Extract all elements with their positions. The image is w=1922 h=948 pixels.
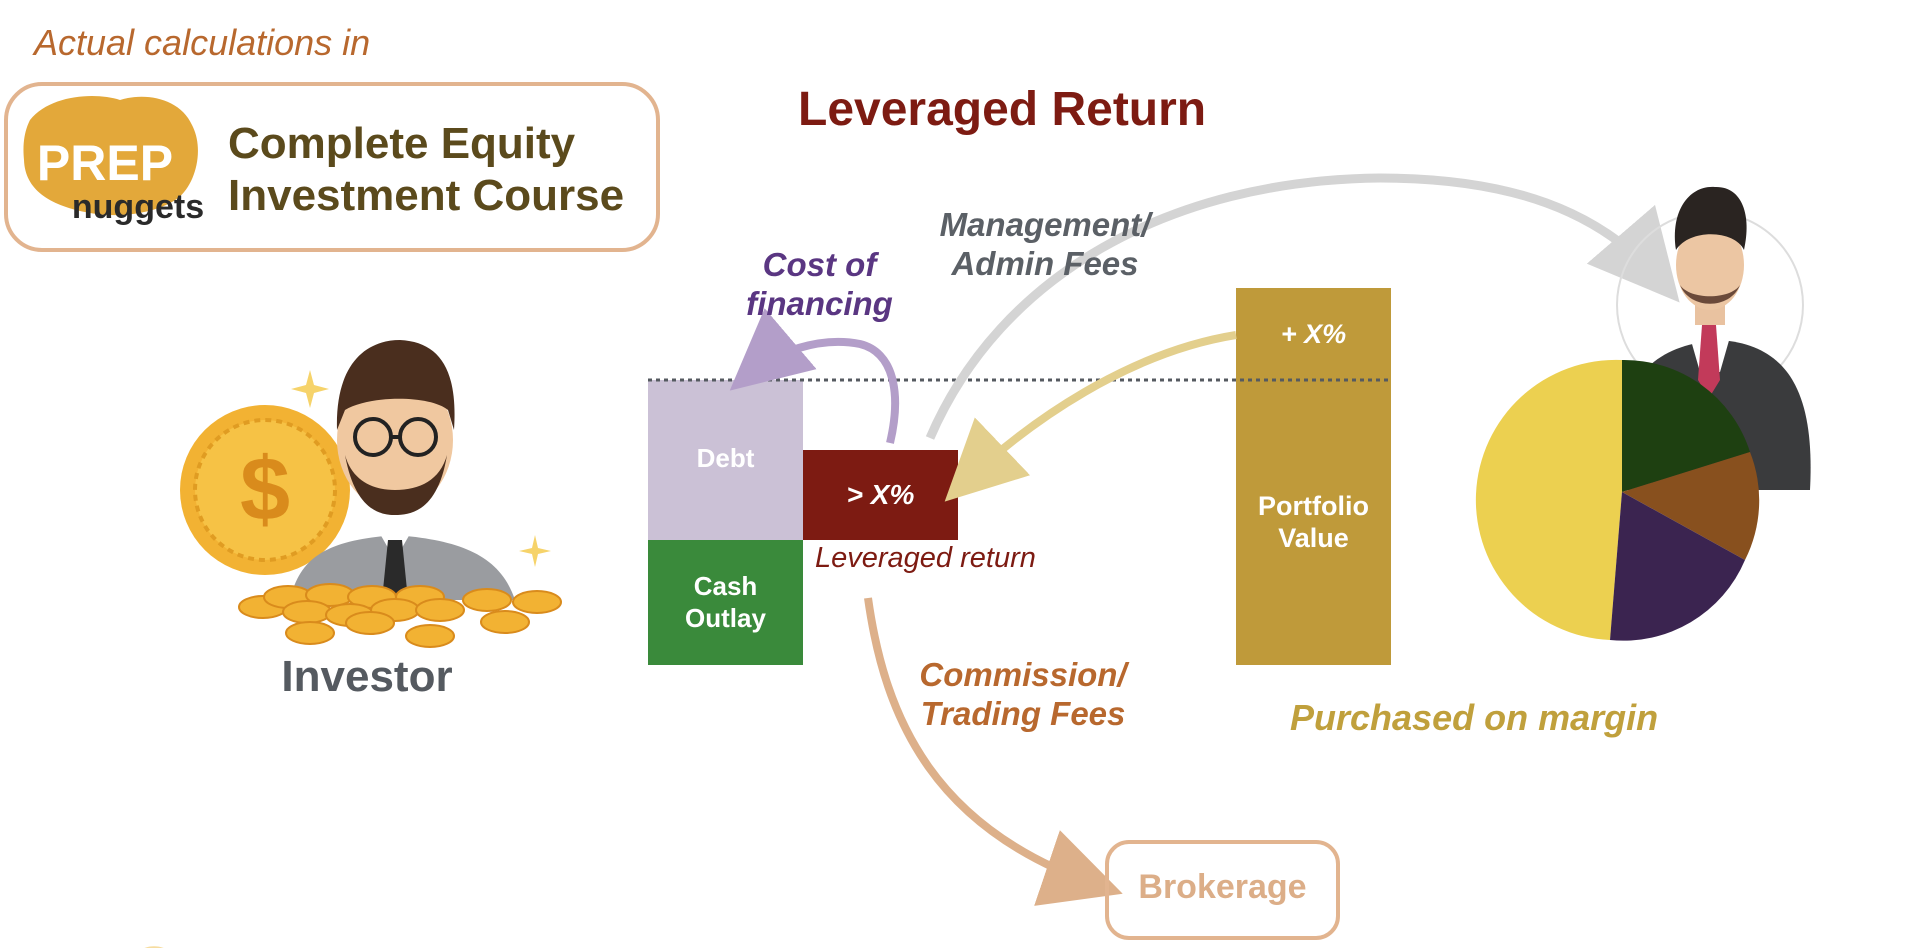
brokerage-box <box>1105 840 1340 940</box>
portfolio-pie-chart <box>1475 359 1760 641</box>
plus-x-to-leveraged-arrow <box>944 331 1237 502</box>
management-fees-label: Management/ Admin Fees <box>930 205 1160 283</box>
pie-slice-yellow <box>1475 359 1622 640</box>
course-title-line-1: Complete Equity <box>228 119 576 168</box>
debt-bar <box>648 380 803 540</box>
debt-label: Debt <box>696 443 755 473</box>
course-title: Complete Equity Investment Course <box>228 118 624 222</box>
plus-x-label: + X% <box>1280 319 1347 349</box>
commission-fees-arrow <box>864 597 1123 906</box>
brokerage-label: Brokerage <box>1138 868 1307 906</box>
plus-x-bar <box>1236 288 1391 380</box>
management-fees-line-1: Management/ <box>939 206 1151 243</box>
cash-outlay-line-2: Outlay <box>685 603 766 633</box>
portfolio-value-label: Portfolio Value <box>1236 490 1391 554</box>
portfolio-value-line-1: Portfolio <box>1258 491 1369 521</box>
management-fees-arrow <box>925 173 1680 440</box>
investor-icon: $ <box>180 340 562 648</box>
page-title: Leveraged Return <box>798 83 1207 136</box>
cost-of-financing-line-2: financing <box>746 285 893 322</box>
logo-prep-text: PREP <box>37 135 173 191</box>
purchased-on-margin-label: Purchased on margin <box>1290 697 1659 738</box>
investor-label: Investor <box>281 652 453 701</box>
pie-slice-green <box>1622 359 1750 492</box>
cost-of-financing-arrow <box>729 308 900 444</box>
cash-outlay-line-1: Cash <box>693 571 758 601</box>
management-fees-line-2: Admin Fees <box>951 245 1139 282</box>
logo-nuggets-text: nuggets <box>72 188 204 226</box>
cash-outlay-bar <box>648 540 803 665</box>
pie-slice-purple <box>1610 492 1745 641</box>
leveraged-return-bar <box>803 450 958 540</box>
cost-of-financing-line-1: Cost of <box>762 246 877 283</box>
prep-nuggets-logo: PREP nuggets <box>23 96 204 226</box>
commission-fees-line-1: Commission/ <box>919 656 1127 693</box>
course-box <box>4 82 660 252</box>
commission-fees-line-2: Trading Fees <box>920 695 1126 732</box>
course-title-line-2: Investment Course <box>228 171 625 220</box>
dollar-sign-icon: $ <box>240 440 290 540</box>
portfolio-value-line-2: Value <box>1278 523 1349 553</box>
leveraged-bar-label: > X% <box>846 479 915 510</box>
pie-slice-brown <box>1622 452 1760 560</box>
portfolio-value-bar <box>1236 380 1391 665</box>
subtitle: Actual calculations in <box>34 22 371 63</box>
cash-outlay-label: Cash Outlay <box>648 570 803 634</box>
commission-fees-label: Commission/ Trading Fees <box>898 655 1148 733</box>
cost-of-financing-label: Cost of financing <box>722 245 917 323</box>
leveraged-return-label: Leveraged return <box>815 542 1036 574</box>
